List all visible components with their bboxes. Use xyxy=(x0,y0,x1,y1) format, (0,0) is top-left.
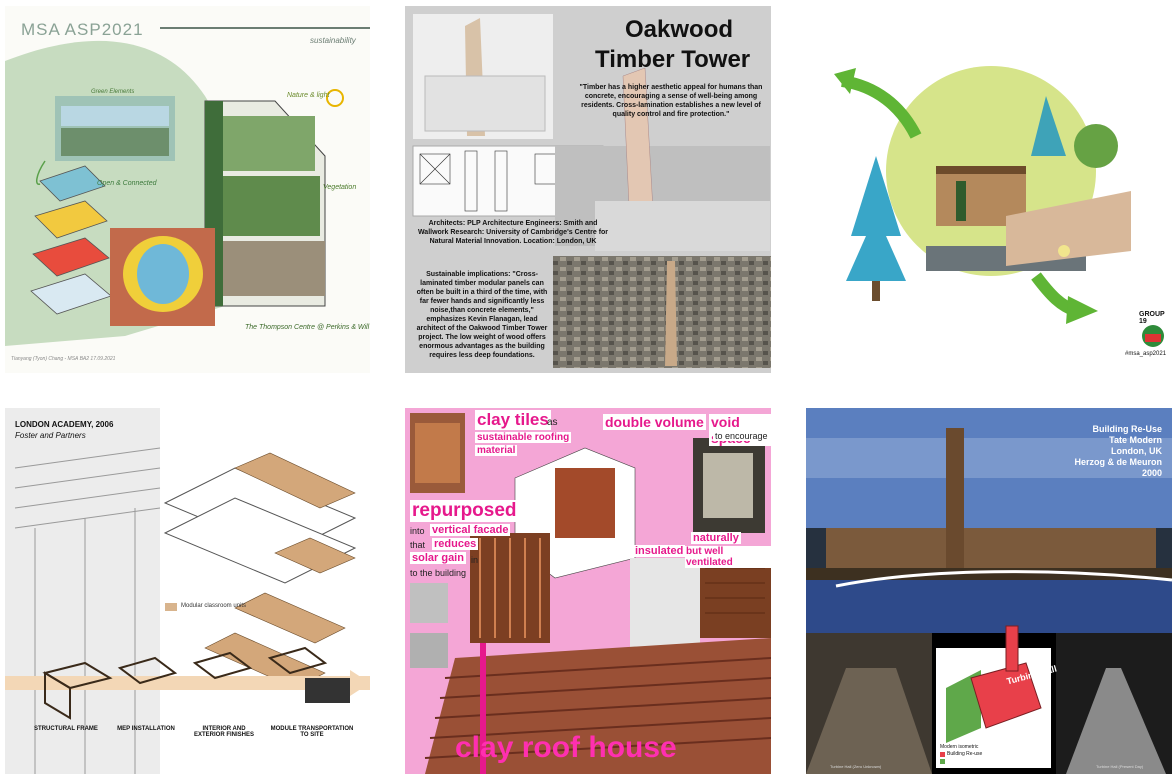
post6-line2: Tate Modern xyxy=(1109,435,1162,445)
post3-group: GROUP 19 xyxy=(1139,311,1165,325)
post3-artwork xyxy=(834,66,1131,324)
post5-naturally: naturally xyxy=(691,532,741,544)
post5-insulated: insulated xyxy=(633,545,686,557)
post5-but-well: but well ventilated xyxy=(685,546,771,568)
post2-title-line2: Timber Tower xyxy=(595,46,751,73)
post1-tag: sustainability xyxy=(310,36,356,45)
post6-line5: 2000 xyxy=(1141,468,1162,478)
post4-step-4: MODULE TRANSPORTATION TO SITE xyxy=(270,726,354,738)
post5-into: into xyxy=(410,526,425,536)
post1-footer: Tianyang (Tyon) Chang - MSA BA2 17.09.20… xyxy=(11,356,116,362)
post5-clay-roof: clay roof house xyxy=(455,731,677,764)
post5-artwork xyxy=(405,408,771,774)
post1-artwork xyxy=(5,27,370,347)
green-arrow-out-icon xyxy=(1066,296,1098,324)
post1-note-nature: Nature & light xyxy=(287,92,330,99)
green-arrow-in-icon xyxy=(834,68,856,94)
post5-double-volume: double volume xyxy=(603,414,706,430)
post4-artwork xyxy=(5,408,370,774)
post2-quote: "Timber has a higher aesthetic appeal fo… xyxy=(579,84,763,118)
post5-to-building: to the building xyxy=(410,568,467,578)
post6-line4: Herzog & de Meuron xyxy=(1074,457,1162,467)
post1-note-open: Open & Connected xyxy=(97,180,157,187)
post4-step-2: MEP INSTALLATION xyxy=(117,726,175,732)
post-tile-tate-modern[interactable]: Building Re-Use Tate Modern London, UK H… xyxy=(806,408,1172,774)
post5-void-space: void space xyxy=(709,414,771,446)
post4-step-1: STRUCTURAL FRAME xyxy=(34,726,98,732)
post6-artwork xyxy=(806,408,1172,774)
post4-title: LONDON ACADEMY, 2006 xyxy=(15,420,114,429)
post5-sustainable: sustainable roofing xyxy=(475,432,572,443)
post5-repurposed: repurposed xyxy=(410,500,519,522)
post6-cap-left: Turbine Hall (Zero Unknown) xyxy=(830,764,882,769)
post2-title-line1: Oakwood xyxy=(625,16,734,43)
post6-line3: London, UK xyxy=(1111,446,1162,456)
post6-iso-legend: Building Re-use xyxy=(947,751,983,757)
post1-note-green: Green Elements xyxy=(91,89,135,95)
post6-line1: Building Re-Use xyxy=(1092,424,1162,434)
post6-cap-right: Turbine Hall (Present Day) xyxy=(1096,764,1144,769)
post-tile-clay-roof-house[interactable]: clay tiles as sustainable roofing materi… xyxy=(405,408,771,774)
post5-as: as xyxy=(547,417,558,428)
post4-legend: Modular classroom units xyxy=(181,603,247,609)
post5-to-encourage: to encourage xyxy=(713,431,770,441)
post6-iso-title: Modern isometric xyxy=(940,744,979,750)
post5-vertical-facade: vertical facade xyxy=(430,524,511,536)
post1-caption: The Thompson Centre @ Perkins & Will xyxy=(245,324,370,331)
post5-solar-gain: solar gain xyxy=(410,552,466,564)
group-19-logo xyxy=(1142,325,1164,347)
post3-hashtag: #msa_asp2021 xyxy=(1125,351,1167,357)
post5-in: in xyxy=(471,555,479,565)
post4-step-3: INTERIOR AND EXTERIOR FINISHES xyxy=(193,726,254,738)
post-tile-msa-asp2021[interactable]: MSA ASP2021 sustainability Green Element… xyxy=(5,6,370,373)
post-tile-oakwood-timber-tower[interactable]: Oakwood Timber Tower "Timber has a highe… xyxy=(405,6,771,373)
post5-clay-tiles: clay tiles xyxy=(475,410,551,430)
post1-title: MSA ASP2021 xyxy=(21,20,144,39)
post5-reduces: reduces xyxy=(432,538,479,550)
post2-implications: Sustainable implications: "Cross-laminat… xyxy=(416,271,548,359)
post5-material: material xyxy=(475,445,518,456)
post-tile-london-academy[interactable]: LONDON ACADEMY, 2006 Foster and Partners… xyxy=(5,408,370,774)
post5-that: that xyxy=(410,540,426,550)
post1-note-veg: Vegetation xyxy=(323,184,357,191)
post2-credits: Architects: PLP Architecture Engineers: … xyxy=(417,220,609,245)
legend-swatch xyxy=(165,603,177,611)
post-tile-group-19[interactable]: GROUP 19 #msa_asp2021 xyxy=(806,6,1172,373)
post2-artwork xyxy=(412,14,771,368)
post4-subtitle: Foster and Partners xyxy=(15,431,86,440)
